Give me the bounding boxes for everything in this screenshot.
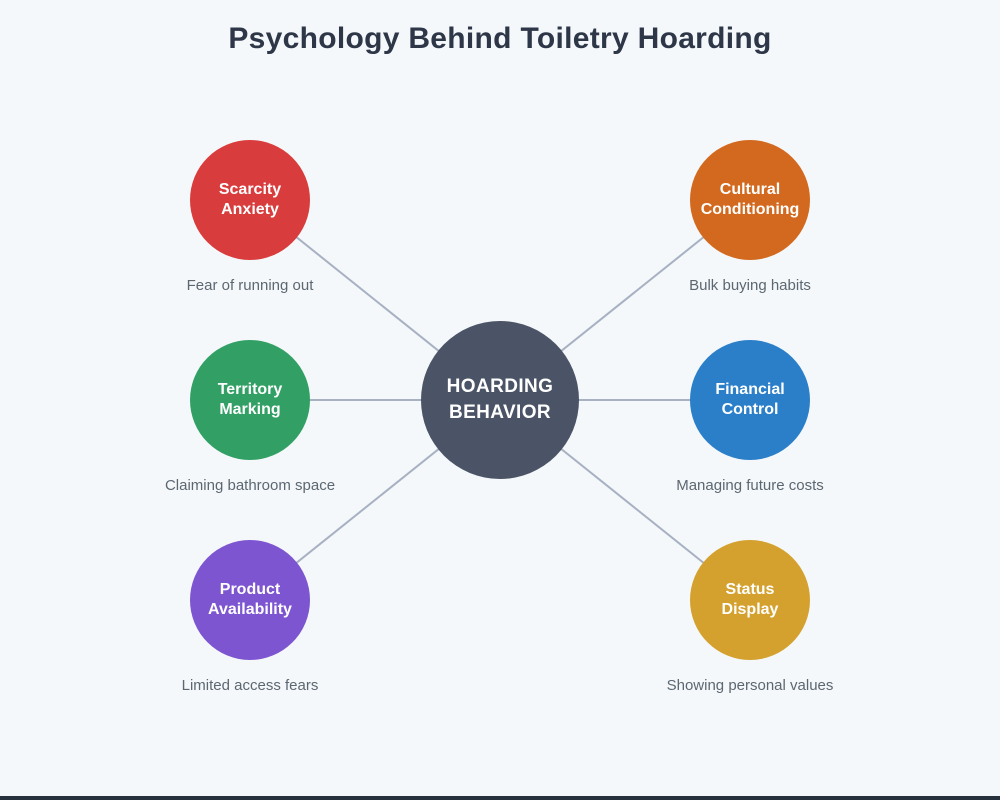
page-title: Psychology Behind Toiletry Hoarding <box>228 22 772 55</box>
node-status-display: Status Display <box>690 540 810 660</box>
bottom-edge-bar <box>0 796 1000 800</box>
node-territory-marking: Territory Marking <box>190 340 310 460</box>
node-label: Territory Marking <box>217 380 283 418</box>
node-label: Cultural Conditioning <box>700 180 800 218</box>
node-product-availability: Product Availability <box>190 540 310 660</box>
caption-scarcity-anxiety: Fear of running out <box>186 277 314 294</box>
node-cultural-conditioning: Cultural Conditioning <box>690 140 810 260</box>
caption-cultural-conditioning: Bulk buying habits <box>689 277 811 294</box>
caption-financial-control: Managing future costs <box>676 477 824 494</box>
caption-territory-marking: Claiming bathroom space <box>164 477 336 494</box>
center-node-hoarding-behavior: HOARDING BEHAVIOR <box>421 321 579 479</box>
node-label: Financial Control <box>715 380 785 418</box>
caption-status-display: Showing personal values <box>666 677 834 694</box>
node-label: Status Display <box>721 580 779 618</box>
caption-product-availability: Limited access fears <box>181 677 319 694</box>
node-label: Product Availability <box>208 580 292 618</box>
center-node-label: HOARDING BEHAVIOR <box>446 376 554 423</box>
node-scarcity-anxiety: Scarcity Anxiety <box>190 140 310 260</box>
node-label: Scarcity Anxiety <box>218 180 282 218</box>
node-financial-control: Financial Control <box>690 340 810 460</box>
